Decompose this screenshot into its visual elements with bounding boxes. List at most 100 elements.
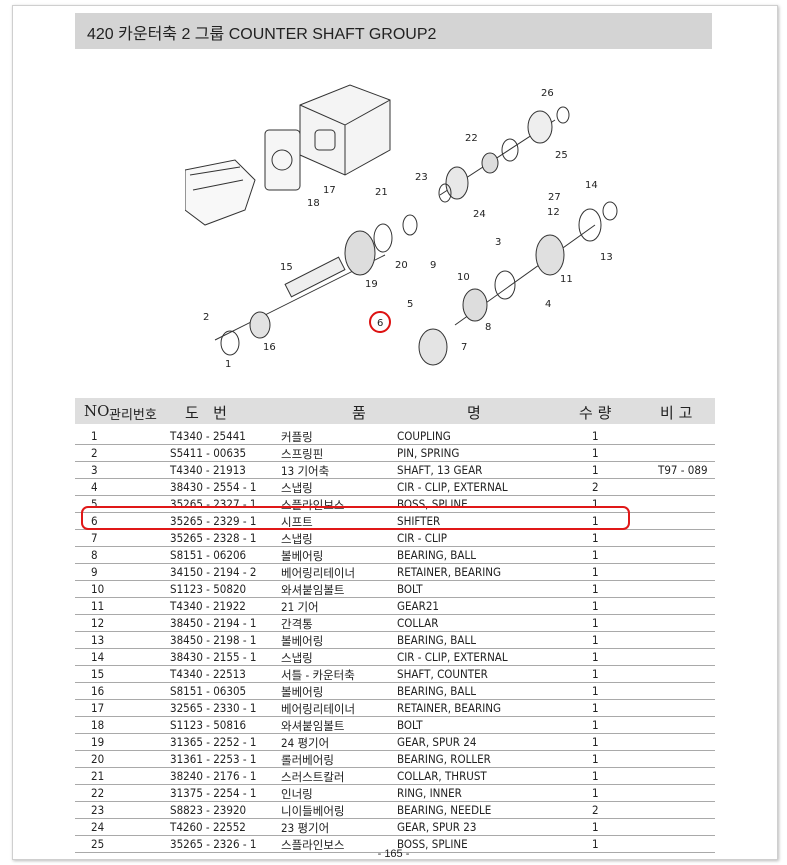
cell-no: 19 [91,735,105,749]
cell-name: CIR - CLIP, EXTERNAL [397,480,508,494]
cell-qty: 1 [592,718,599,732]
cell-no: 21 [91,769,105,783]
cell-kor: 스냅링 [281,532,313,546]
table-header: NO 관리번호 도 번 품 명 수 량 비 고 [75,398,715,424]
label-4: 4 [545,299,551,310]
cell-part: S8151 - 06206 [170,548,247,562]
cell-no: 1 [91,429,98,443]
cell-name: COUPLING [397,429,451,443]
cell-kor: 볼베어링 [281,685,324,699]
label-21: 21 [375,187,388,198]
cell-part: 35265 - 2326 - 1 [170,837,257,851]
cell-name: BEARING, BALL [397,548,476,562]
cell-part: T4260 - 22552 [170,820,246,834]
cell-kor: 스냅링 [281,481,313,495]
cell-no: 15 [91,667,105,681]
cell-name: PIN, SPRING [397,446,460,460]
cell-qty: 1 [592,735,599,749]
label-14: 14 [585,180,598,191]
cell-part: T4340 - 22513 [170,667,246,681]
cell-qty: 1 [592,599,599,613]
cell-part: S1123 - 50820 [170,582,247,596]
header-item: 품 [352,404,366,422]
cell-name: GEAR, SPUR 24 [397,735,477,749]
cell-no: 6 [91,514,98,528]
label-7: 7 [461,342,467,353]
cell-qty: 1 [592,786,599,800]
cell-name: GEAR, SPUR 23 [397,820,477,834]
cell-kor: 베어링리테이너 [281,566,356,580]
cell-part: 31375 - 2254 - 1 [170,786,257,800]
cell-no: 13 [91,633,105,647]
cell-part: 38240 - 2176 - 1 [170,769,257,783]
cell-name: BEARING, BALL [397,684,476,698]
cell-qty: 1 [592,633,599,647]
cell-no: 12 [91,616,105,630]
cell-kor: 간격통 [281,617,313,631]
cell-name: COLLAR [397,616,439,630]
cell-name: RING, INNER [397,786,462,800]
label-13: 13 [600,252,613,263]
cell-part: T4340 - 25441 [170,429,246,443]
cell-no: 4 [91,480,98,494]
cell-name: CIR - CLIP, EXTERNAL [397,650,508,664]
label-18: 18 [307,198,320,209]
cell-kor: 23 평기어 [281,821,330,835]
cell-no: 20 [91,752,105,766]
cell-kor: 21 기어 [281,600,319,614]
cell-part: 35265 - 2329 - 1 [170,514,257,528]
label-6: 6 [377,318,383,329]
cell-qty: 1 [592,684,599,698]
cell-name: BOLT [397,718,423,732]
cell-part: 31365 - 2252 - 1 [170,735,257,749]
label-9: 9 [430,260,436,271]
label-19: 19 [365,279,378,290]
label-16: 16 [263,342,276,353]
cell-part: T4340 - 21922 [170,599,246,613]
cell-no: 2 [91,446,98,460]
cell-kor: 스프링핀 [281,447,324,461]
cell-qty: 1 [592,514,599,528]
cell-name: COLLAR, THRUST [397,769,487,783]
cell-kor: 스플라인보스 [281,838,345,852]
cell-qty: 1 [592,497,599,511]
header-mgmt: 관리번호 [109,408,157,423]
label-12: 12 [547,207,560,218]
cell-no: 8 [91,548,98,562]
exploded-parts-diagram: 1 2 3 4 5 6 7 8 9 10 11 12 13 14 15 16 1… [185,84,618,370]
label-24: 24 [473,209,486,220]
cell-part: 38430 - 2155 - 1 [170,650,257,664]
cell-kor: 니이들베어링 [281,804,345,818]
cell-qty: 1 [592,565,599,579]
cell-kor: 인너링 [281,787,313,801]
cell-kor: 베어링리테이너 [281,702,356,716]
cell-no: 5 [91,497,98,511]
header-name: 명 [467,404,481,422]
cell-no: 11 [91,599,105,613]
cell-qty: 1 [592,582,599,596]
cell-no: 3 [91,463,98,477]
cell-name: BEARING, BALL [397,633,476,647]
cell-name: CIR - CLIP [397,531,448,545]
cell-qty: 1 [592,820,599,834]
label-11: 11 [560,274,573,285]
cell-kor: 스플라인보스 [281,498,345,512]
cell-name: BOSS, SPLINE [397,837,468,851]
label-17: 17 [323,185,336,196]
cell-kor: 볼베어링 [281,634,324,648]
label-2: 2 [203,312,209,323]
